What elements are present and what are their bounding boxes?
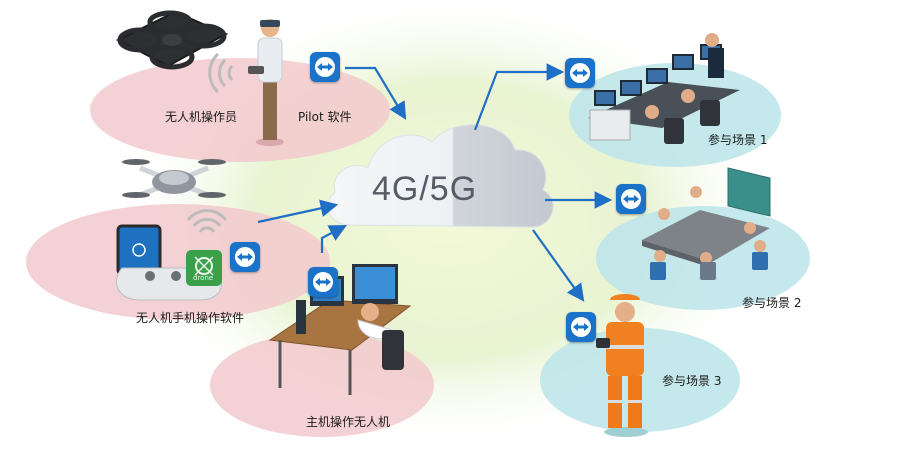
control-room [588,33,740,144]
drone-icon [122,159,226,198]
drone-app-icon [186,250,222,286]
wifi-icon [186,209,228,233]
network-label: 4G/5G [372,170,478,208]
pilot-software-label: Pilot 软件 [298,110,352,124]
scenario1-label: 参与场景 1 [708,133,768,147]
connection-arrows [257,63,613,302]
operator-person [248,19,284,146]
worker-icon [596,294,648,437]
remote-access-icon [310,52,340,82]
remote-access-icon [616,184,646,214]
host-zone [210,333,434,437]
operator-zone [90,58,390,162]
mobile-zone [26,204,330,320]
meeting-room [642,167,771,280]
remote-access-icon [565,58,595,88]
cloud-icon [327,124,554,228]
remote-access-icon [566,312,596,342]
app-icon-label: drone [193,274,214,282]
scenario3-label: 参与场景 3 [662,374,722,388]
scenario2-label: 参与场景 2 [742,296,802,310]
host-control-label: 主机操作无人机 [306,415,391,429]
remote-access-icon [308,267,338,297]
drone-icon [115,10,229,70]
operator-label: 无人机操作员 [165,110,238,124]
mobile-software-label: 无人机手机操作软件 [136,311,245,325]
wifi-icon [208,52,234,94]
remote-access-icon [230,242,260,272]
